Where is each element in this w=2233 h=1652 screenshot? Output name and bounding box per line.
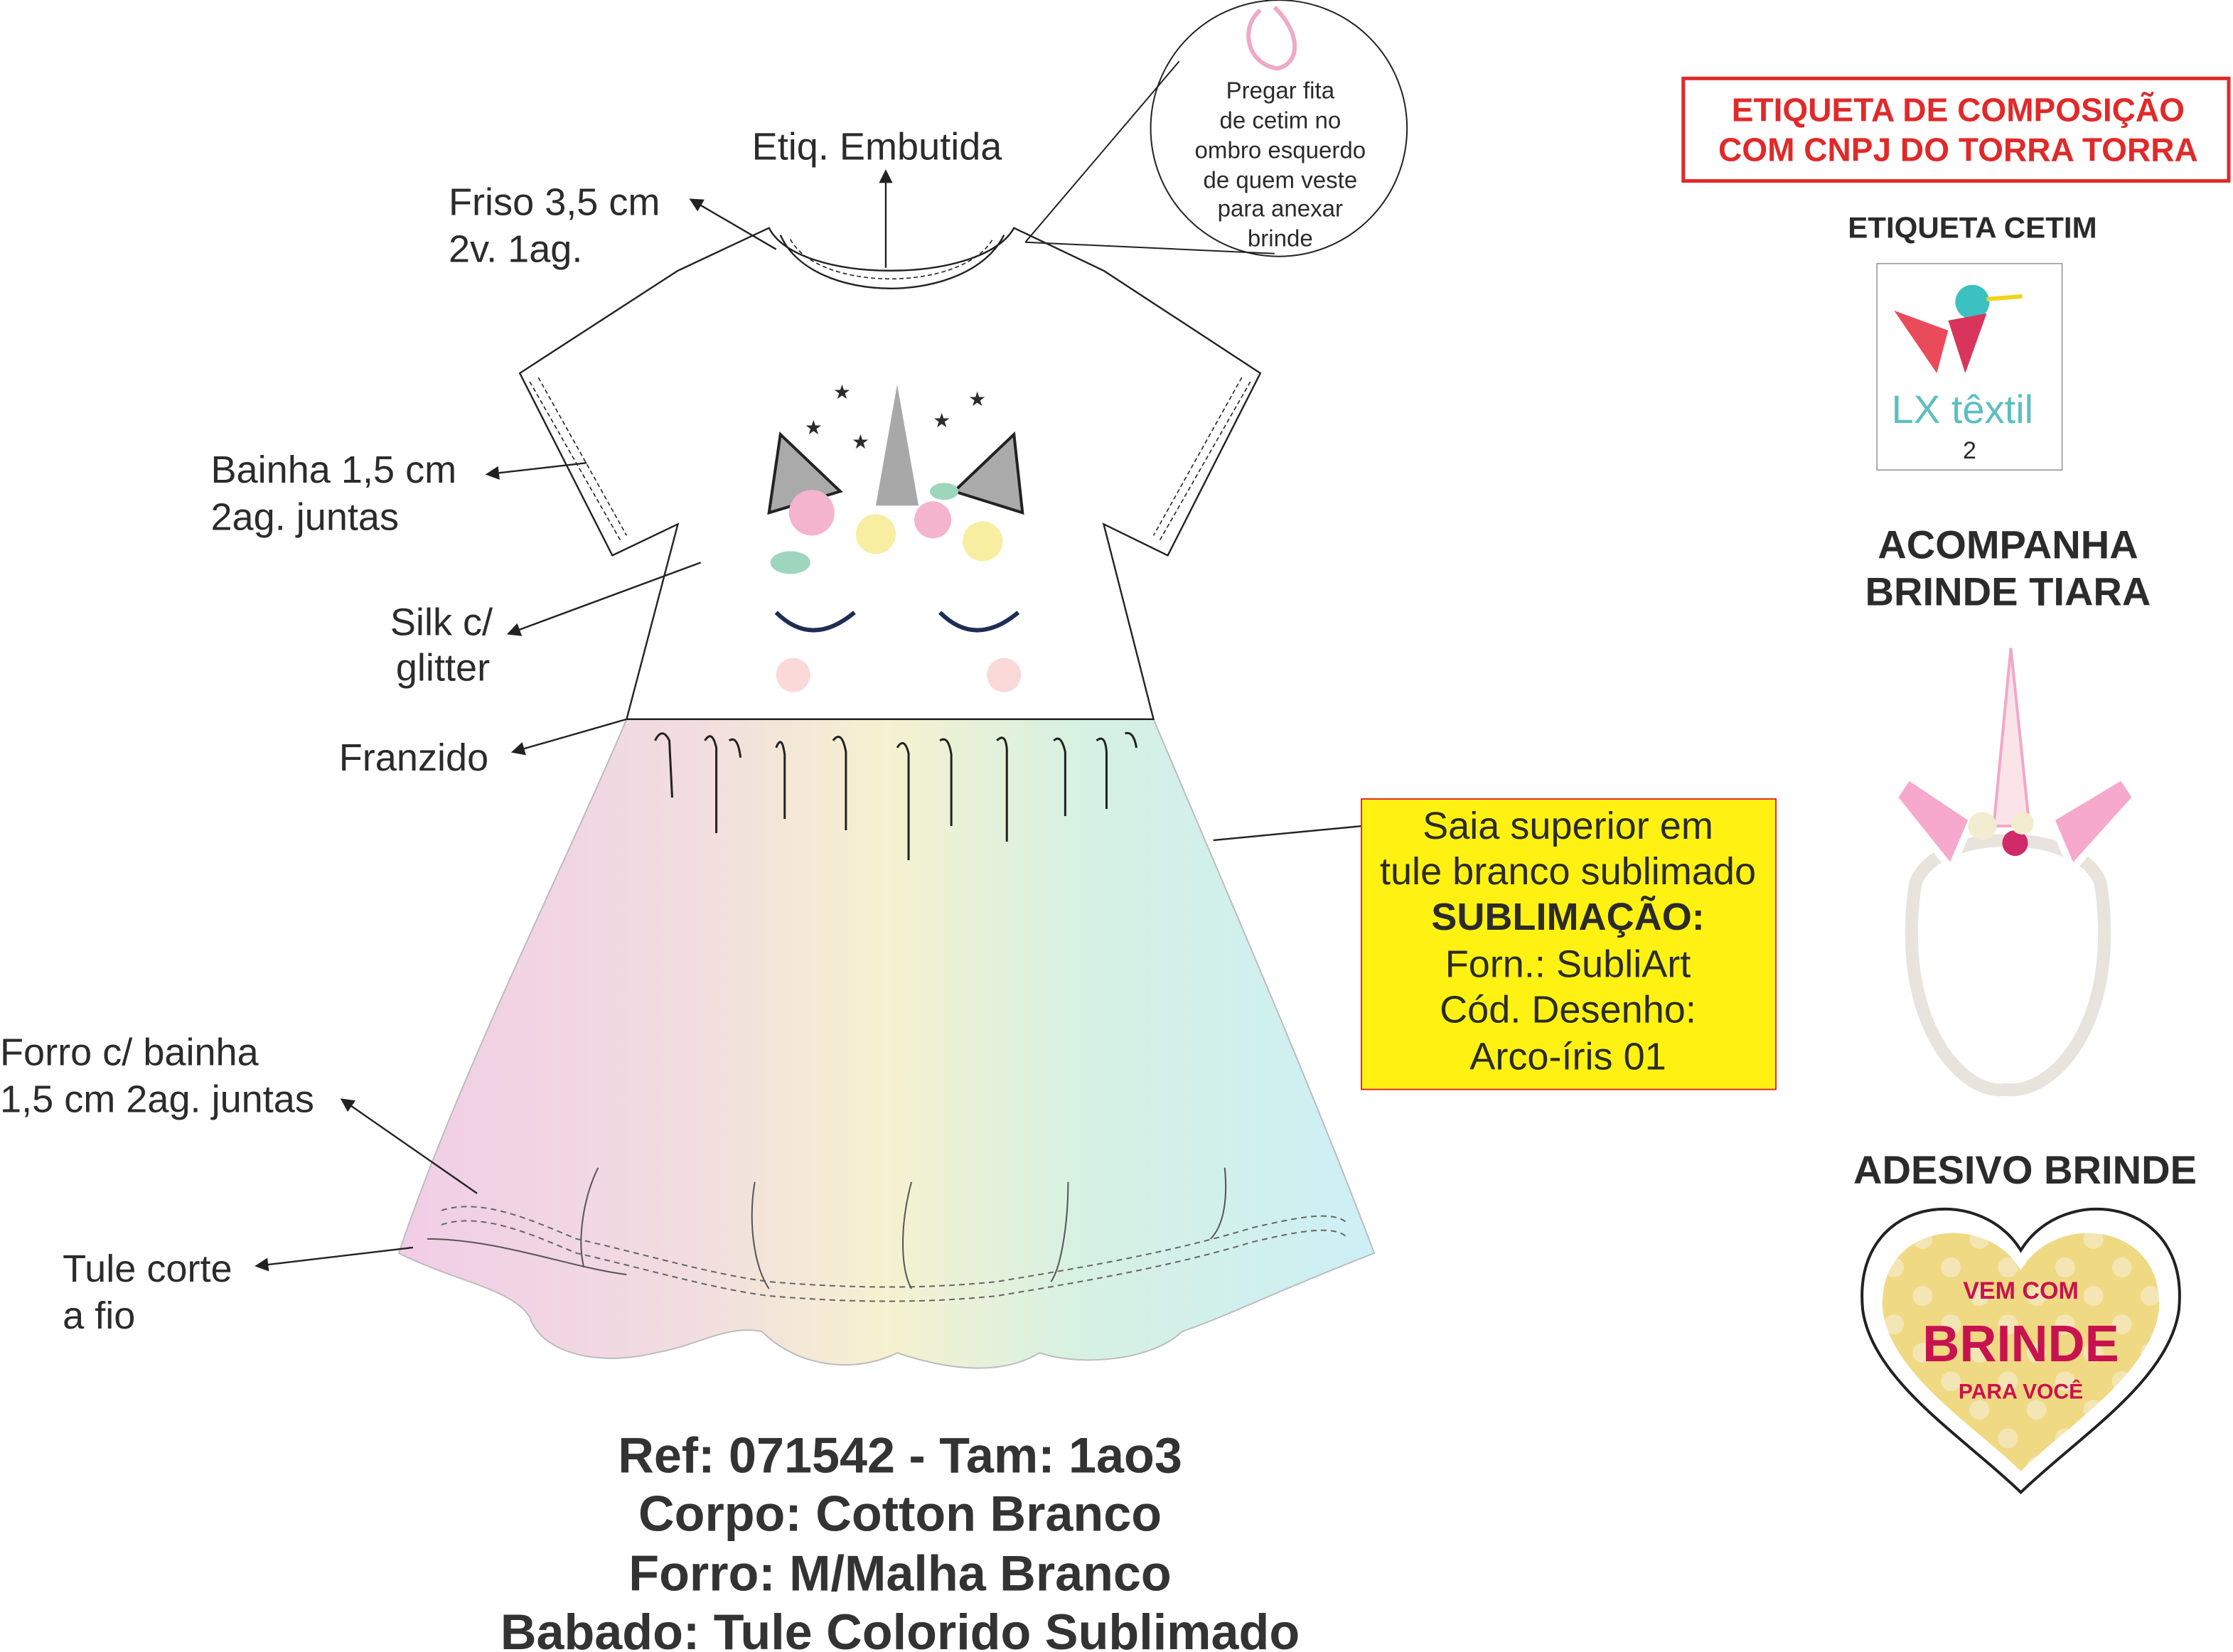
tiara-title-2: BRINDE TIARA (1865, 569, 2151, 614)
note-line: Pregar fita (1226, 77, 1335, 104)
label-friso-2: 2v. 1ag. (449, 228, 582, 271)
svg-text:★: ★ (852, 431, 869, 453)
hummingbird-logo-icon (1894, 284, 2023, 373)
spec-ref: Ref: 071542 - Tam: 1ao3 (618, 1427, 1182, 1483)
label-franzido: Franzido (339, 736, 488, 779)
label-tule-2: a fio (63, 1294, 135, 1337)
note-line: de quem veste (1203, 168, 1357, 194)
skirt-drawing (397, 718, 1376, 1369)
composition-line: ETIQUETA DE COMPOSIÇÃO (1732, 91, 2185, 128)
box-line: Arco-íris 01 (1469, 1036, 1666, 1078)
sticker-line: BRINDE (1922, 1316, 2119, 1373)
spec-corpo: Corpo: Cotton Branco (638, 1486, 1162, 1542)
callouts (255, 169, 1409, 1272)
satin-label-title: ETIQUETA CETIM (1848, 211, 2097, 245)
box-line: Cód. Desenho: (1440, 988, 1696, 1031)
label-friso: Friso 3,5 cm (449, 181, 660, 224)
ribbon-note-callout: Pregar fita de cetim no ombro esquerdo d… (1024, 0, 1408, 257)
skirt-sublimation-box: Saia superior em tule branco sublimado S… (1361, 798, 1777, 1090)
sticker-line: VEM COM (1963, 1277, 2079, 1304)
box-line: Forn.: SubliArt (1445, 943, 1691, 985)
label-silk: Silk c/ (390, 601, 493, 644)
label-etiq-embutida: Etiq. Embutida (752, 126, 1003, 168)
svg-text:★: ★ (968, 388, 986, 410)
unicorn-print: ★ ★ ★ ★ ★ (767, 381, 1024, 692)
brand-text: LX têxtil (1892, 387, 2033, 431)
unicorn-tiara-image (1890, 648, 2141, 1097)
composition-line: COM CNPJ DO TORRA TORRA (1718, 132, 2198, 168)
svg-text:★: ★ (805, 417, 823, 439)
tiara-title: ACOMPANHA (1878, 522, 2138, 567)
spec-babado: Babado: Tule Colorido Sublimado (500, 1604, 1300, 1652)
note-line: de cetim no (1219, 107, 1341, 134)
label-bainha: Bainha 1,5 cm (210, 449, 456, 491)
sticker-line: PARA VOCÊ (1959, 1379, 2083, 1403)
label-forro-2: 1,5 cm 2ag. juntas (0, 1078, 314, 1121)
svg-text:★: ★ (933, 409, 951, 431)
size-text: 2 (1963, 437, 1976, 464)
label-forro: Forro c/ bainha (0, 1031, 259, 1074)
note-line: para anexar (1218, 196, 1343, 222)
spec-block: Ref: 071542 - Tam: 1ao3 Corpo: Cotton Br… (500, 1427, 1300, 1652)
satin-label: LX têxtil 2 (1876, 262, 2063, 471)
box-line: tule branco sublimado (1380, 850, 1756, 893)
label-silk-2: glitter (396, 647, 490, 690)
box-heading: SUBLIMAÇÃO: (1431, 896, 1705, 938)
label-bainha-2: 2ag. juntas (210, 495, 399, 538)
sticker-title: ADESIVO BRINDE (1853, 1147, 2197, 1192)
svg-text:★: ★ (833, 381, 851, 403)
note-line: brinde (1248, 226, 1313, 252)
label-tule: Tule corte (63, 1248, 232, 1290)
heart-sticker: VEM COM BRINDE PARA VOCÊ (1860, 1207, 2181, 1495)
note-line: ombro esquerdo (1195, 138, 1366, 164)
box-line: Saia superior em (1423, 805, 1713, 847)
ribbon-loop-icon (1246, 6, 1297, 71)
spec-forro: Forro: M/Malha Branco (628, 1546, 1171, 1602)
composition-label-box: ETIQUETA DE COMPOSIÇÃO COM CNPJ DO TORRA… (1681, 76, 2231, 183)
